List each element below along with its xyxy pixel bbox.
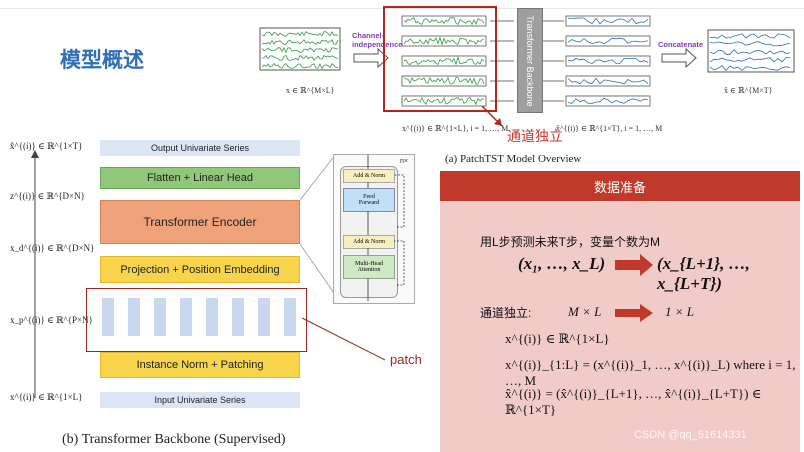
series-line <box>567 97 649 104</box>
norm-patching-layer: Instance Norm + Patching <box>100 352 300 378</box>
split-series-row <box>401 15 487 27</box>
patch-bar <box>206 298 218 336</box>
input-series-layer: Input Univariate Series <box>100 392 300 408</box>
series-line <box>403 76 485 85</box>
encoder-detail: n× Add & Norm Feed Forward Add & Norm Mu… <box>333 154 415 304</box>
input-series-block <box>259 27 341 71</box>
patch-bar <box>102 298 114 336</box>
series-line <box>261 62 339 70</box>
output-series-row <box>565 15 651 27</box>
output-series-rows <box>565 15 651 107</box>
watermark: CSDN @qq_51614331 <box>634 429 747 441</box>
top-divider <box>0 8 804 9</box>
series-line <box>709 57 791 63</box>
series-line <box>567 17 649 25</box>
flatten-layer: Flatten + Linear Head <box>100 167 300 189</box>
series-line <box>403 96 485 106</box>
sequence-arrow <box>615 254 653 276</box>
repeat-label: n× <box>400 158 408 165</box>
channel-highlight-box <box>383 6 497 112</box>
patch-bar <box>180 298 192 336</box>
series-line <box>709 65 791 72</box>
split-series-rows <box>401 15 487 107</box>
shape-arrow <box>615 304 653 322</box>
series-line <box>403 17 485 26</box>
input-shape-label: x ∈ ℝ^{M×L} <box>286 86 335 95</box>
feed-forward-block: Feed Forward <box>343 188 395 212</box>
add-norm-bottom: Add & Norm <box>343 235 395 249</box>
transformer-backbone-block: Transformer Backbone <box>517 8 543 113</box>
series-line <box>709 33 791 39</box>
output-series-row <box>565 95 651 107</box>
transformer-encoder-layer: Transformer Encoder <box>100 200 300 244</box>
split-series-row <box>401 95 487 107</box>
split-series-row <box>401 75 487 87</box>
channel-annotation: 通道独立 <box>507 128 563 144</box>
series-line <box>261 54 339 61</box>
projection-layer: Projection + Position Embedding <box>100 256 300 283</box>
math-z: z^{(i)} ∈ ℝ^{D×N} <box>10 191 85 201</box>
shape-input: M × L <box>568 304 602 319</box>
patch-bars <box>102 298 296 336</box>
math-output: x̂^{(i)} ∈ ℝ^{1×T} <box>10 141 83 151</box>
patch-bar <box>232 298 244 336</box>
flow-arrow <box>31 150 39 398</box>
page-title: 模型概述 <box>60 49 144 72</box>
channel-independence-label: Channel- independence <box>352 31 403 49</box>
output-series-layer: Output Univariate Series <box>100 140 300 156</box>
sequence-input: (x₁, …, x_L) <box>518 254 606 273</box>
shape-output: 1 × L <box>665 304 695 319</box>
equation-2: x^{(i)}_{1:L} = (x^{(i)}_1, …, x^{(i)}_L… <box>505 357 796 388</box>
patch-bar <box>258 298 270 336</box>
sequence-output: (x_{L+1}, …, x_{L+T}) <box>657 254 750 293</box>
backbone-caption: (b) Transformer Backbone (Supervised) <box>62 432 286 447</box>
channel-independence-text: 通道独立: <box>480 306 532 320</box>
transformer-backbone-label: Transformer Backbone <box>525 14 535 107</box>
overview-caption: (a) PatchTST Model Overview <box>445 153 582 165</box>
patch-bar <box>154 298 166 336</box>
math-xp: x_p^{(i)} ∈ ℝ^{P×N} <box>10 315 93 325</box>
panel-header: 数据准备 <box>440 171 800 201</box>
patch-annotation-line <box>301 317 386 361</box>
split-series-row <box>401 35 487 47</box>
output-series-block <box>707 29 795 73</box>
patch-annotation: patch <box>390 352 422 367</box>
attention-block: Multi-Head Attention <box>343 255 395 279</box>
concatenate-label: Concatenate <box>658 40 704 49</box>
panel-line1: 用L步预测未来T步，变量个数为M <box>480 235 661 249</box>
series-line <box>261 39 339 45</box>
patch-bar <box>284 298 296 336</box>
equation-3: x̂^{(i)} = (x̂^{(i)}_{L+1}, …, x̂^{(i)}_… <box>505 386 762 417</box>
series-line <box>261 46 339 54</box>
split-input-label: x^{(i)} ∈ ℝ^{1×L}, i = 1, …, M <box>402 124 509 133</box>
add-norm-top: Add & Norm <box>343 169 395 183</box>
patch-bar <box>128 298 140 336</box>
arrows-to-backbone <box>490 20 564 102</box>
split-output-label: x̂^{(i)} ∈ ℝ^{1×T}, i = 1, …, M <box>556 124 663 133</box>
encoder-connections <box>367 155 405 301</box>
annotation-arrow <box>481 105 503 127</box>
series-line <box>403 56 485 66</box>
output-shape-label: x̂ ∈ ℝ^{M×T} <box>724 86 773 95</box>
concatenate-arrow <box>661 47 697 69</box>
series-line <box>709 41 791 47</box>
math-xd: x_d^{(i)} ∈ ℝ^{D×N} <box>10 243 95 253</box>
series-line <box>709 49 791 55</box>
math-input: x^{(i)} ∈ ℝ^{1×L} <box>10 392 83 402</box>
series-line <box>403 36 485 46</box>
output-series-row <box>565 75 651 87</box>
series-line <box>567 58 649 65</box>
series-line <box>567 37 649 45</box>
series-line <box>567 77 649 85</box>
zoom-lines <box>300 153 337 297</box>
equation-1: x^{(i)} ∈ ℝ^{1×L} <box>505 331 610 346</box>
series-line <box>261 31 339 37</box>
overview-diagram <box>259 15 795 107</box>
